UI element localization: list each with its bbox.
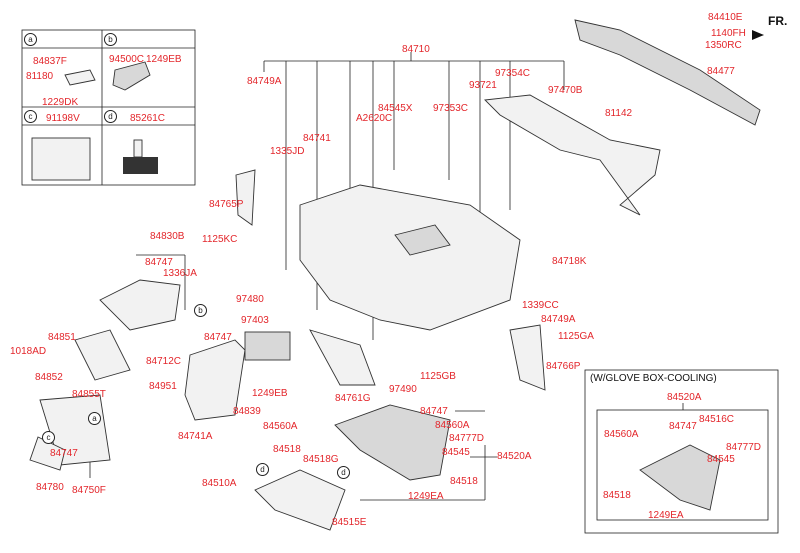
part-label: 84516C bbox=[699, 414, 735, 425]
part-label: 91198V bbox=[46, 113, 80, 124]
air-duct bbox=[484, 94, 661, 216]
center-facia bbox=[184, 339, 246, 421]
part-label: 1335JD bbox=[270, 146, 305, 157]
callout-d: d bbox=[337, 466, 350, 479]
legend-grid bbox=[21, 29, 196, 186]
callout-d: d bbox=[104, 110, 117, 123]
part-label: 1125GA bbox=[558, 331, 594, 342]
part-label: 1140FH bbox=[711, 28, 746, 39]
part-label: 93721 bbox=[469, 80, 497, 91]
part-label: 84515E bbox=[332, 517, 367, 528]
part-label: 84750F bbox=[72, 485, 106, 496]
part-label: 97490 bbox=[389, 384, 417, 395]
part-label: 1249EB bbox=[252, 388, 288, 399]
callout-a: a bbox=[88, 412, 101, 425]
part-label: 81142 bbox=[605, 108, 633, 119]
part-label: 81180 bbox=[26, 71, 54, 82]
part-label: 84520A bbox=[497, 451, 532, 462]
part-label: 84710 bbox=[402, 44, 430, 55]
part-label: 84747 bbox=[145, 257, 173, 268]
part-label: 1249EA bbox=[648, 510, 684, 521]
part-label: 1249EB bbox=[146, 54, 182, 65]
callout-b: b bbox=[194, 304, 207, 317]
part-label: 84951 bbox=[149, 381, 177, 392]
part-label: 84518G bbox=[303, 454, 339, 465]
part-label: 84520A bbox=[667, 392, 702, 403]
part-label: 84747 bbox=[669, 421, 697, 432]
part-label: 84747 bbox=[204, 332, 232, 343]
part-label: 97353C bbox=[433, 103, 469, 114]
part-label: 84777D bbox=[449, 433, 485, 444]
glove-box bbox=[334, 404, 451, 481]
part-label: 97470B bbox=[548, 85, 583, 96]
part-label: 97403 bbox=[241, 315, 269, 326]
part-label: 84718K bbox=[552, 256, 587, 267]
part-label: 84749A bbox=[247, 76, 282, 87]
part-label: 84477 bbox=[707, 66, 735, 77]
cooling-box-title: (W/GLOVE BOX-COOLING) bbox=[590, 373, 717, 384]
part-label: 84765P bbox=[209, 199, 244, 210]
part-label: 1350RC bbox=[705, 40, 742, 51]
callout-a: a bbox=[24, 33, 37, 46]
part-label: 94500C bbox=[109, 54, 145, 65]
part-label: 84777D bbox=[726, 442, 762, 453]
crash-pad bbox=[299, 184, 521, 331]
front-arrow-icon bbox=[752, 30, 764, 40]
part-label: 84761G bbox=[335, 393, 371, 404]
part-label: 84741A bbox=[178, 431, 213, 442]
part-label: 84780 bbox=[36, 482, 64, 493]
part-label: 84749A bbox=[541, 314, 576, 325]
part-label: 84830B bbox=[150, 231, 185, 242]
part-label: 84747 bbox=[420, 406, 448, 417]
part-label: 85261C bbox=[130, 113, 166, 124]
part-label: 84852 bbox=[35, 372, 63, 383]
callout-d: d bbox=[256, 463, 269, 476]
part-label: 1125KC bbox=[202, 234, 238, 245]
cowl-cross-bar bbox=[574, 19, 761, 126]
part-label: 84510A bbox=[202, 478, 237, 489]
part-label: 84518 bbox=[603, 490, 631, 501]
part-label: 1336JA bbox=[163, 268, 197, 279]
part-label: 84837F bbox=[33, 56, 67, 67]
part-label: 84410E bbox=[708, 12, 743, 23]
part-label: 84747 bbox=[50, 448, 78, 459]
part-label: 84712C bbox=[146, 356, 182, 367]
part-label: 84545 bbox=[707, 454, 735, 465]
part-label: 84518 bbox=[273, 444, 301, 455]
part-label: 84545X bbox=[378, 103, 413, 114]
part-label: 1249EA bbox=[408, 491, 444, 502]
callout-b: b bbox=[104, 33, 117, 46]
part-label: 1229DK bbox=[42, 97, 79, 108]
front-indicator: FR. bbox=[768, 14, 788, 28]
cluster-facia bbox=[99, 279, 181, 331]
part-label: 97354C bbox=[495, 68, 531, 79]
part-label: 84560A bbox=[263, 421, 298, 432]
part-label: 84839 bbox=[233, 406, 261, 417]
part-label: 1018AD bbox=[10, 346, 47, 357]
part-label: A2620C bbox=[356, 113, 393, 124]
part-label: 84855T bbox=[72, 389, 106, 400]
callout-c: c bbox=[24, 110, 37, 123]
part-label: 84545 bbox=[442, 447, 470, 458]
part-label: 84851 bbox=[48, 332, 76, 343]
part-label: 84560A bbox=[604, 429, 639, 440]
glove-box-cover bbox=[254, 469, 346, 531]
part-label: 84560A bbox=[435, 420, 470, 431]
part-label: 84741 bbox=[303, 133, 331, 144]
part-label: 84518 bbox=[450, 476, 478, 487]
part-label: 97480 bbox=[236, 294, 264, 305]
part-label: 1339CC bbox=[522, 300, 559, 311]
callout-c: c bbox=[42, 431, 55, 444]
part-label: 84766P bbox=[546, 361, 581, 372]
part-label: 1125GB bbox=[420, 371, 456, 382]
